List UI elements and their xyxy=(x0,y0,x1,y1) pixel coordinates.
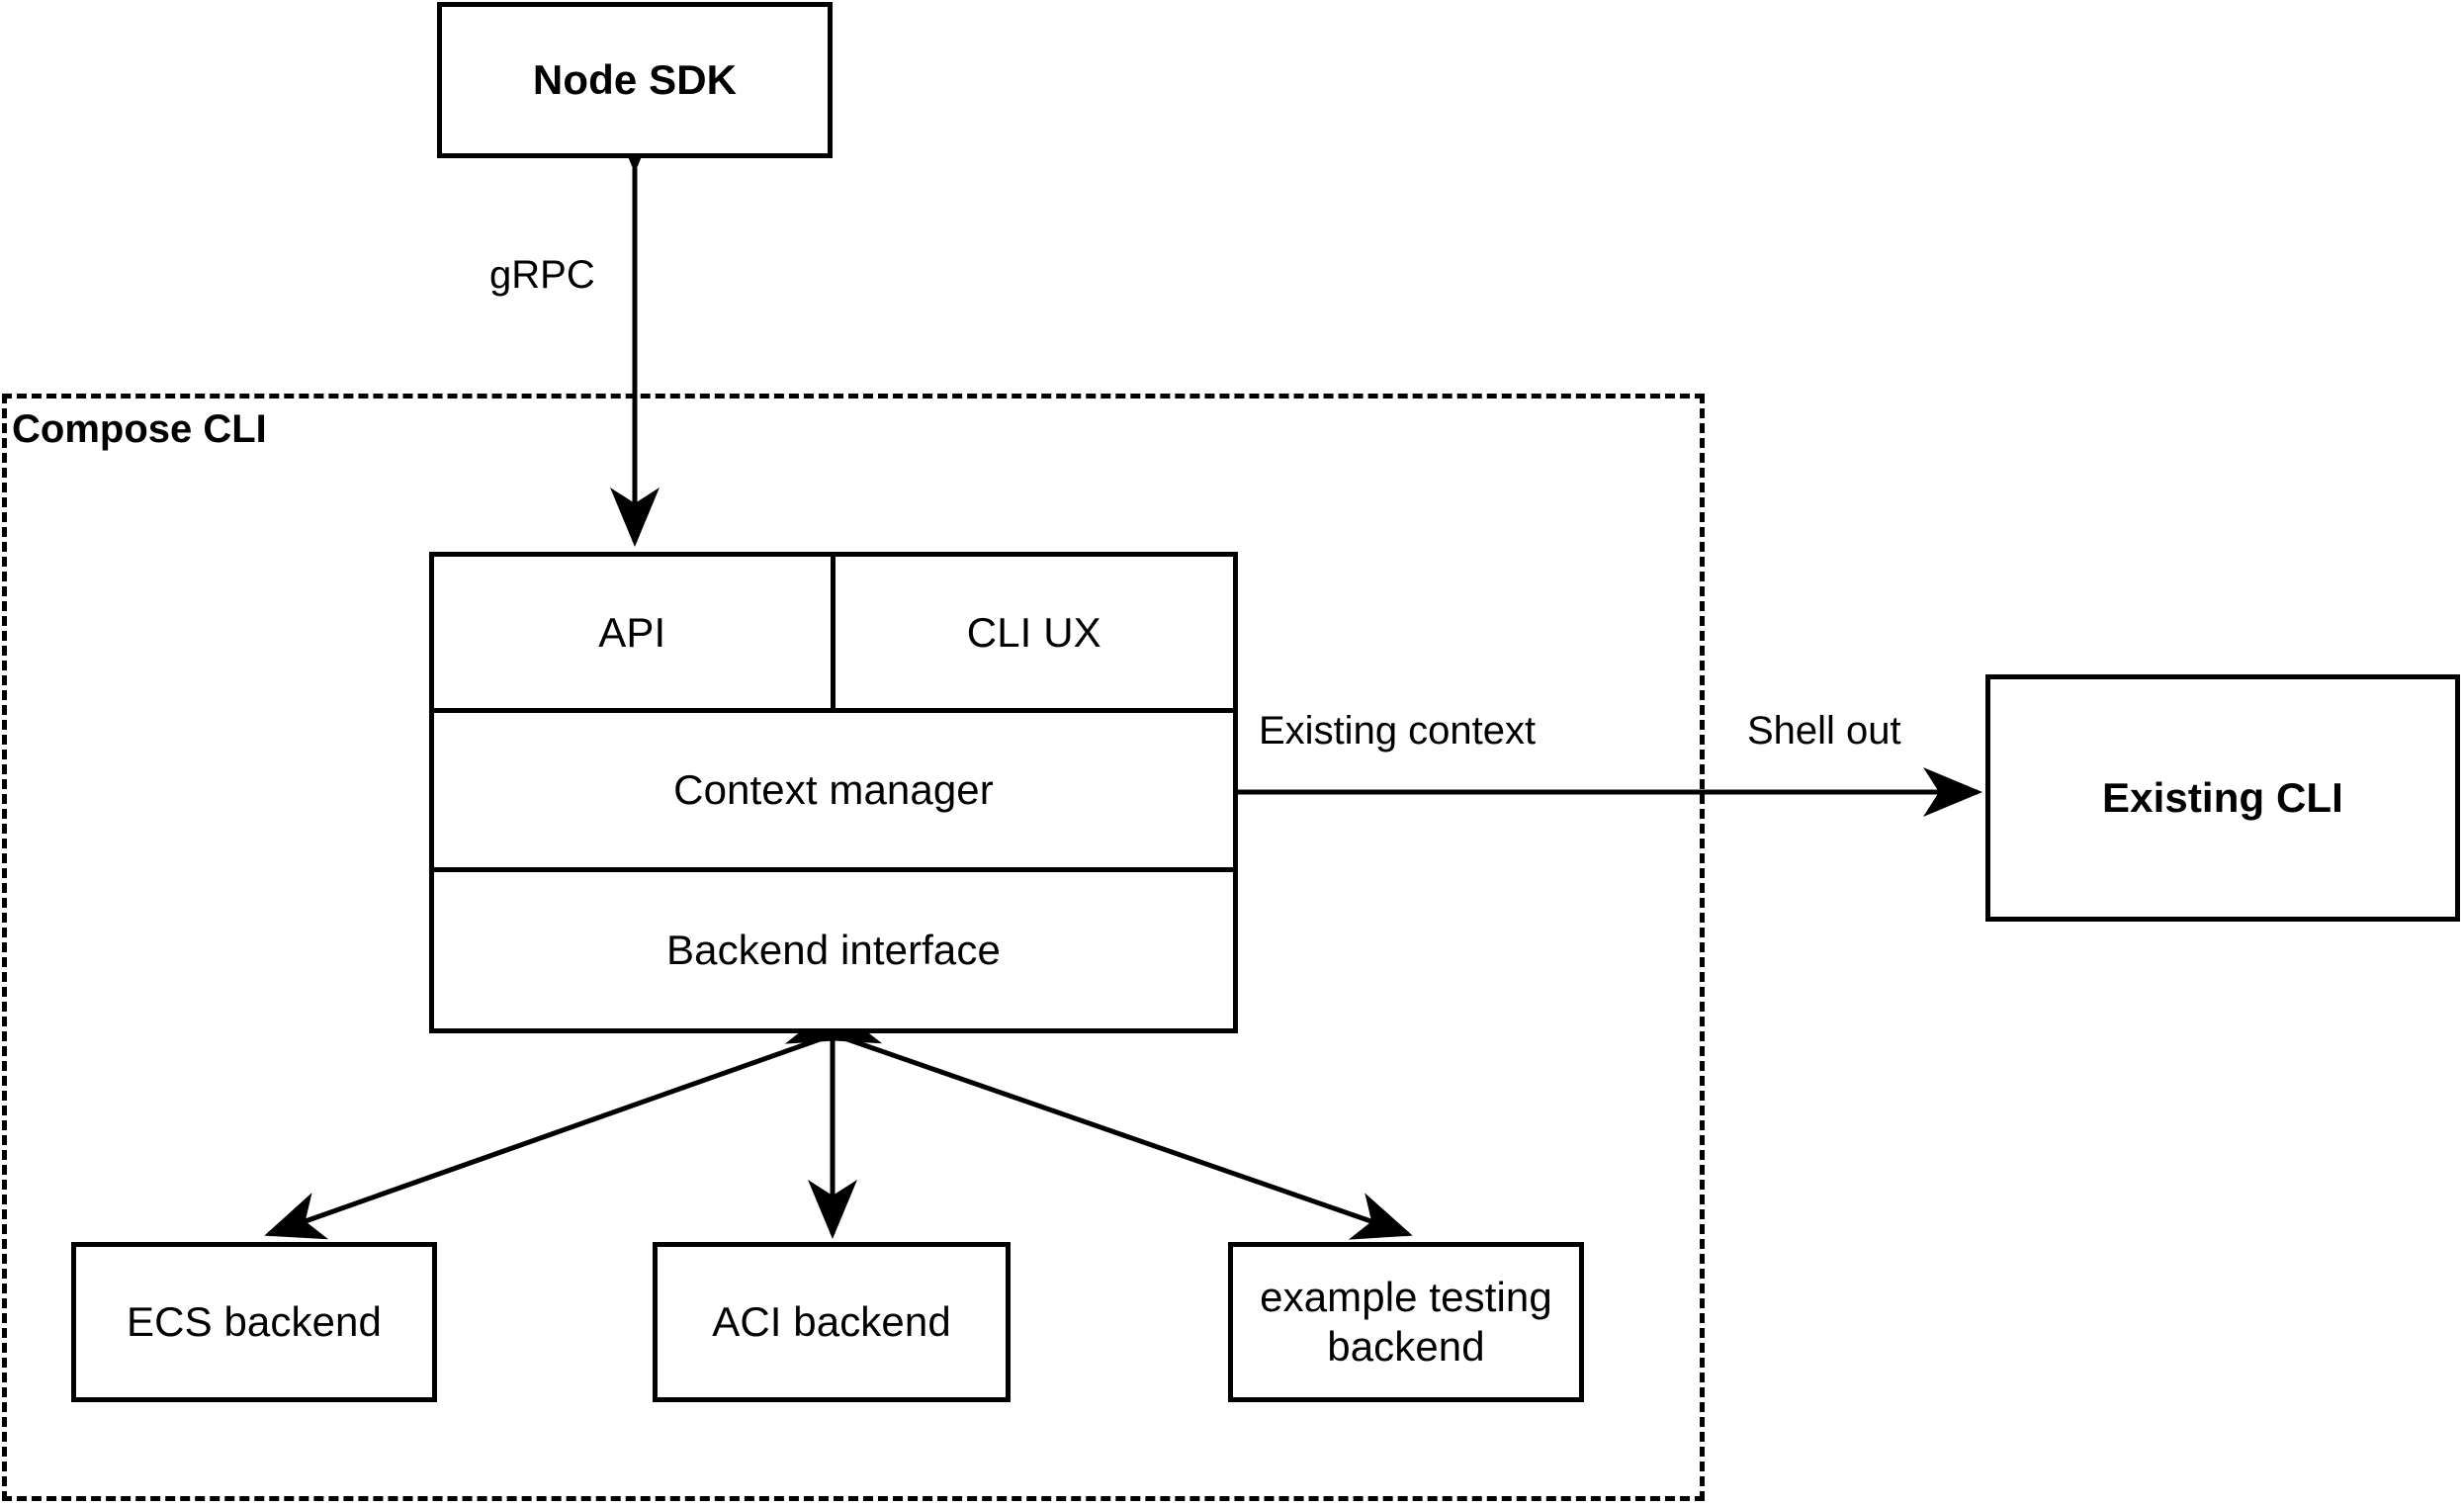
node-existing-cli-label: Existing CLI xyxy=(2102,774,2343,822)
edge-backend-example xyxy=(784,997,1413,1240)
edge-backend-ecs xyxy=(264,997,883,1240)
node-aci-backend[interactable]: ACI backend xyxy=(653,1242,1011,1402)
node-context-manager[interactable]: Context manager xyxy=(434,713,1233,867)
node-example-testing-backend-line2: backend xyxy=(1327,1323,1485,1370)
edge-label-grpc: gRPC xyxy=(489,253,595,297)
node-node-sdk[interactable]: Node SDK xyxy=(437,2,833,158)
node-api-label: API xyxy=(598,608,666,656)
node-ecs-backend-label: ECS backend xyxy=(127,1298,382,1346)
stack-row-api-cliux: API CLI UX xyxy=(434,557,1233,713)
edge-label-existing-context: Existing context xyxy=(1259,709,1537,753)
compose-cli-group-title: Compose CLI xyxy=(12,407,267,451)
node-context-manager-label: Context manager xyxy=(673,766,994,814)
node-existing-cli[interactable]: Existing CLI xyxy=(1985,674,2460,922)
node-ecs-backend[interactable]: ECS backend xyxy=(71,1242,437,1402)
node-example-testing-backend-label: example testing backend xyxy=(1260,1273,1552,1371)
compose-cli-group-frame xyxy=(2,394,1705,1501)
node-example-testing-backend-line1: example testing xyxy=(1260,1274,1552,1321)
edge-label-shell-out: Shell out xyxy=(1747,709,1901,753)
node-api[interactable]: API xyxy=(434,557,836,708)
stack-row-context-manager: Context manager xyxy=(434,713,1233,872)
node-aci-backend-label: ACI backend xyxy=(712,1298,951,1346)
stack-row-backend-interface: Backend interface xyxy=(434,872,1233,1028)
node-cli-ux[interactable]: CLI UX xyxy=(836,557,1233,708)
node-node-sdk-label: Node SDK xyxy=(532,56,738,104)
compose-cli-stack: API CLI UX Context manager Backend inter… xyxy=(429,552,1238,1033)
node-example-testing-backend[interactable]: example testing backend xyxy=(1228,1242,1584,1402)
node-cli-ux-label: CLI UX xyxy=(966,608,1101,656)
node-backend-interface[interactable]: Backend interface xyxy=(434,872,1233,1028)
node-backend-interface-label: Backend interface xyxy=(666,927,1001,974)
